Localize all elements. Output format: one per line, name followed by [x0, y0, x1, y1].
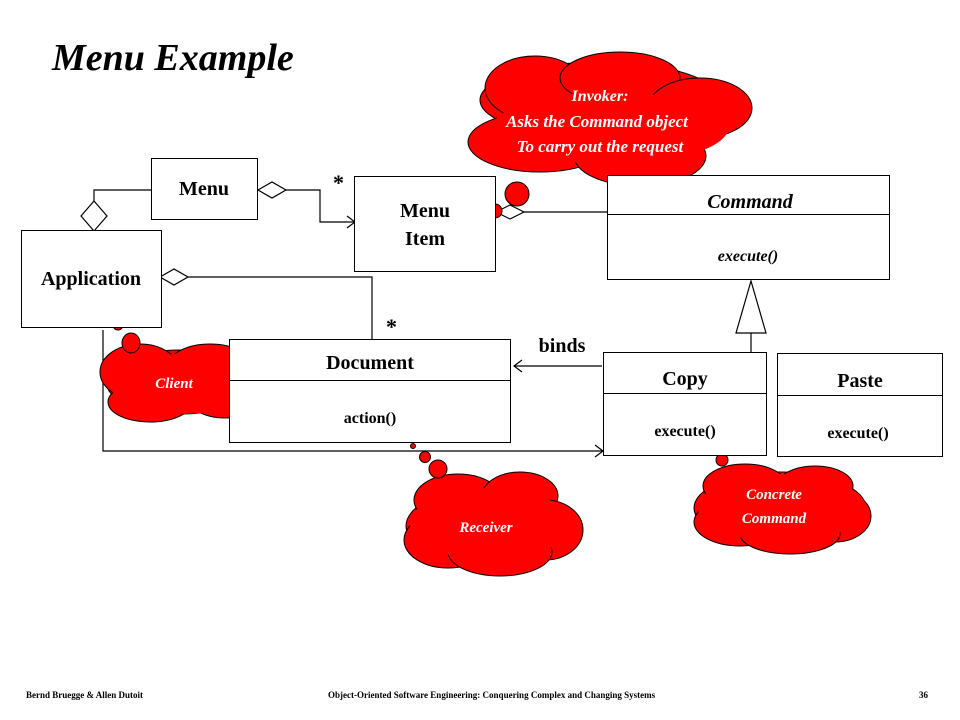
menu-item-class [354, 176, 496, 272]
invoker-callout-line3: To carry out the request [516, 137, 684, 156]
binds-label: binds [538, 335, 586, 357]
copy-class-divider [603, 393, 767, 394]
receiver-callout: Receiver [459, 520, 513, 536]
menu-class-name: Menu [179, 178, 229, 200]
command-class-name: Command [707, 191, 793, 213]
document-class [229, 339, 511, 443]
footer-book-title: Object-Oriented Software Engineering: Co… [328, 690, 656, 700]
copy-class [603, 352, 767, 456]
command-class-divider [607, 214, 890, 215]
menu-item-diamond [256, 181, 288, 199]
command-class [607, 175, 890, 280]
client-callout: Client [155, 376, 193, 392]
concrete-command-callout-line1: Concrete [746, 487, 802, 503]
menu-item-class-name-line2: Item [405, 228, 445, 250]
app-menu-link [93, 189, 152, 201]
menu-item-class-name-line1: Menu [400, 200, 450, 222]
menu-item-multiplicity: * [333, 170, 344, 195]
paste-operation: execute() [827, 425, 889, 442]
invoker-callout-line2: Asks the Command object [506, 112, 688, 131]
document-operation: action() [343, 410, 397, 427]
app-menu-diamond [80, 200, 108, 232]
copy-operation: execute() [654, 423, 716, 440]
invoker-callout-line1: Invoker: [571, 88, 629, 105]
receiver-cloud [403, 443, 584, 577]
document-class-divider [229, 380, 511, 381]
concrete-command-callout-line2: Command [741, 511, 807, 527]
concrete-command-cloud [693, 439, 872, 555]
app-document-diamond [158, 268, 190, 286]
command-operation: execute() [717, 248, 779, 265]
menu-class [151, 158, 258, 220]
paste-class-name: Paste [837, 370, 883, 392]
document-class-name: Document [326, 352, 414, 374]
footer-page-number: 36 [919, 690, 928, 700]
application-class-name: Application [40, 268, 142, 290]
menu-menuitem-link [286, 189, 355, 223]
copy-class-name: Copy [662, 368, 708, 390]
document-multiplicity: * [386, 314, 397, 339]
binds-arrowhead [513, 359, 523, 373]
paste-class [777, 353, 943, 457]
footer-authors: Bernd Bruegge & Allen Dutoit [26, 690, 143, 700]
generalization-triangle [735, 278, 767, 334]
app-document-link [188, 276, 373, 340]
paste-class-divider [777, 395, 943, 396]
application-class [21, 230, 162, 328]
slide-title: Menu Example [52, 37, 294, 79]
invoker-cloud [467, 51, 753, 226]
